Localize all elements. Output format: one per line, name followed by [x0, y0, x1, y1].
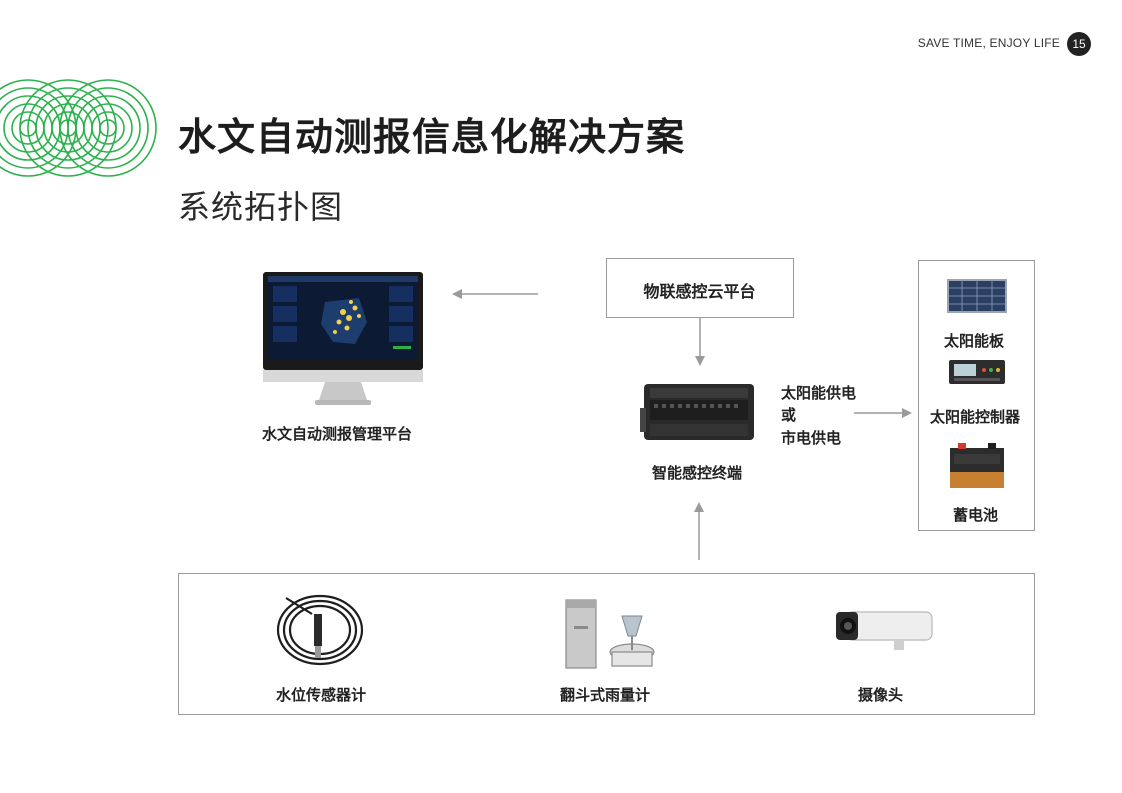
- monitor-dashboard-icon: [263, 272, 423, 405]
- cloud-platform-box: 物联感控云平台: [606, 258, 794, 318]
- power-note-line3: 市电供电: [781, 429, 842, 447]
- concentric-rings-icon: [0, 79, 157, 177]
- power-item-label-battery: 蓄电池: [953, 506, 999, 524]
- power-item-label-solar-panel: 太阳能板: [944, 332, 1005, 350]
- sensor-label-rain-gauge: 翻斗式雨量计: [560, 686, 651, 704]
- rain-gauge-icon: [565, 599, 655, 669]
- arrow-sensors-to-terminal: [694, 502, 704, 560]
- camera-icon: [836, 611, 933, 650]
- sensor-label-water-level: 水位传感器计: [276, 686, 367, 704]
- terminal-label: 智能感控终端: [652, 464, 743, 482]
- page-number-badge: 15: [1067, 32, 1091, 56]
- arrow-to-management-platform: [452, 289, 538, 299]
- cloud-platform-label: 物联感控云平台: [643, 282, 756, 301]
- solar-panel-icon: [947, 279, 1007, 313]
- page-title: 水文自动测报信息化解决方案: [178, 115, 686, 159]
- water-level-sensor-icon: [276, 594, 364, 666]
- header-tagline: SAVE TIME, ENJOY LIFE: [917, 36, 1060, 50]
- smart-terminal-device-icon: [640, 384, 754, 440]
- battery-icon: [950, 443, 1004, 488]
- arrow-cloud-to-terminal: [695, 318, 705, 366]
- management-platform-label: 水文自动测报管理平台: [262, 425, 413, 443]
- page-subtitle: 系统拓扑图: [178, 188, 344, 226]
- power-note-line2: 或: [781, 406, 797, 424]
- sensor-label-camera: 摄像头: [858, 686, 904, 704]
- power-item-label-controller: 太阳能控制器: [930, 408, 1021, 426]
- arrow-to-power-box: [854, 408, 912, 418]
- power-note-line1: 太阳能供电: [781, 384, 857, 402]
- solar-controller-icon: [949, 360, 1005, 384]
